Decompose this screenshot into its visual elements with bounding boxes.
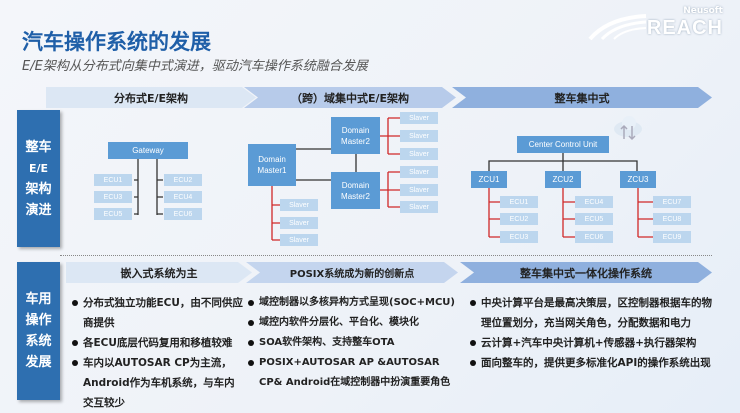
ecu-node: ECU3 (94, 191, 132, 203)
bullet-item: 中央计算平台是最高决策层，区控制器根据车的物理位置划分，充当网关角色，分配数据和… (470, 293, 715, 333)
zcu-node: ZCU1 (471, 171, 507, 188)
os-stage-embedded: 嵌入式系统为主 (66, 262, 252, 283)
label-line: 发展 (25, 355, 52, 370)
ecu-node: ECU1 (500, 196, 538, 208)
bullets-posix: 域控制器以多核异构方式呈现(SOC+MCU) 域控内软件分层化、平台化、模块化 … (248, 293, 456, 393)
bullet-item: POSIX+AUTOSAR AP &AUTOSAR CP& Android在域控… (248, 353, 456, 393)
ecu-node: ECU4 (164, 191, 202, 203)
ecu-node: ECU5 (94, 208, 132, 220)
stage-domain: （跨）域集中式E/E架构 (244, 87, 456, 108)
stage-label: 嵌入式系统为主 (120, 266, 198, 280)
neusoft-reach-logo: Neusoft REACH (588, 6, 723, 40)
domain-master2-top: Domain Master2 (331, 117, 380, 154)
bullet-item: 各ECU底层代码复用和移植较难 (72, 333, 244, 353)
ecu-node: ECU2 (164, 174, 202, 186)
ecu-node: ECU2 (500, 213, 538, 225)
zcu-node: ZCU2 (545, 171, 581, 188)
stage-label: 整车集中式一体化操作系统 (520, 266, 652, 280)
ecu-node: ECU3 (500, 231, 538, 243)
label-line: 车用 (25, 292, 52, 307)
gateway-node: Gateway (108, 142, 188, 159)
stage-central: 整车集中式 (452, 87, 712, 108)
center-control-unit: Center Control Unit (517, 136, 609, 153)
slaver-node: Slaver (400, 184, 438, 196)
bullet-item: 云计算+汽车中央计算机+传感器+执行器架构 (470, 333, 715, 353)
slaver-node: Slaver (280, 217, 318, 229)
os-stage-central: 整车集中式一体化操作系统 (460, 262, 712, 283)
section-divider (60, 255, 712, 256)
bullet-item: 域控制器以多核异构方式呈现(SOC+MCU) (248, 293, 456, 313)
bullet-item: 分布式独立功能ECU，由不同供应商提供 (72, 293, 244, 333)
domain-master2-bottom: Domain Master2 (331, 172, 380, 209)
label-line: 系统 (25, 334, 52, 349)
ecu-node: ECU9 (653, 231, 691, 243)
slaver-node: Slaver (400, 201, 438, 213)
stage-label: 分布式E/E架构 (113, 91, 189, 105)
label-line: 操作 (25, 313, 52, 328)
domain-master1: Domain Master1 (248, 144, 296, 186)
ecu-node: ECU8 (653, 213, 691, 225)
slaver-node: Slaver (400, 112, 438, 124)
page-subtitle: E/E架构从分布式向集中式演进，驱动汽车操作系统融合发展 (22, 59, 368, 74)
bullet-item: 车内以AUTOSAR CP为主流，Android作为车机系统，与车内交互较少 (72, 353, 244, 413)
ecu-node: ECU1 (94, 174, 132, 186)
slaver-node: Slaver (400, 148, 438, 160)
ecu-node: ECU4 (575, 196, 613, 208)
bullets-central: 中央计算平台是最高决策层，区控制器根据车的物理位置划分，充当网关角色，分配数据和… (470, 293, 715, 373)
stage-distributed: 分布式E/E架构 (46, 87, 256, 108)
bullet-item: SOA软件架构、支持整车OTA (248, 333, 456, 353)
slaver-node: Slaver (280, 234, 318, 246)
logo-name: REACH (646, 17, 723, 39)
ecu-node: ECU7 (653, 196, 691, 208)
bullet-item: 域控内软件分层化、平台化、模块化 (248, 313, 456, 333)
label-line: 整车 (25, 139, 52, 155)
stage-label: 整车集中式 (554, 91, 610, 105)
ecu-node: ECU6 (575, 231, 613, 243)
row-label-os: 车用操作系统发展 (17, 262, 60, 400)
label-line: 演进 (25, 202, 52, 218)
label-line: 架构 (25, 181, 52, 197)
label-line: E/E (28, 161, 49, 175)
page-title: 汽车操作系统的发展 (22, 30, 211, 54)
road-logo-icon (588, 14, 647, 40)
ecu-node: ECU6 (164, 208, 202, 220)
stage-label: POSIX系统成为新的创新点 (289, 269, 415, 280)
slaver-node: Slaver (400, 130, 438, 142)
zcu-node: ZCU3 (620, 171, 656, 188)
os-stage-posix: POSIX系统成为新的创新点 (246, 262, 458, 283)
slaver-node: Slaver (280, 199, 318, 211)
ecu-node: ECU5 (575, 213, 613, 225)
slaver-node: Slaver (400, 166, 438, 178)
stage-label: （跨）域集中式E/E架构 (290, 91, 410, 105)
row-label-ee: 整车 E/E 架构演进 (17, 110, 60, 247)
cloud-icon (614, 116, 642, 141)
bullet-item: 面向整车的，提供更多标准化API的操作系统出现 (470, 353, 715, 373)
logo-brand: Neusoft (683, 6, 723, 16)
bullets-embedded: 分布式独立功能ECU，由不同供应商提供 各ECU底层代码复用和移植较难 车内以A… (72, 293, 244, 413)
